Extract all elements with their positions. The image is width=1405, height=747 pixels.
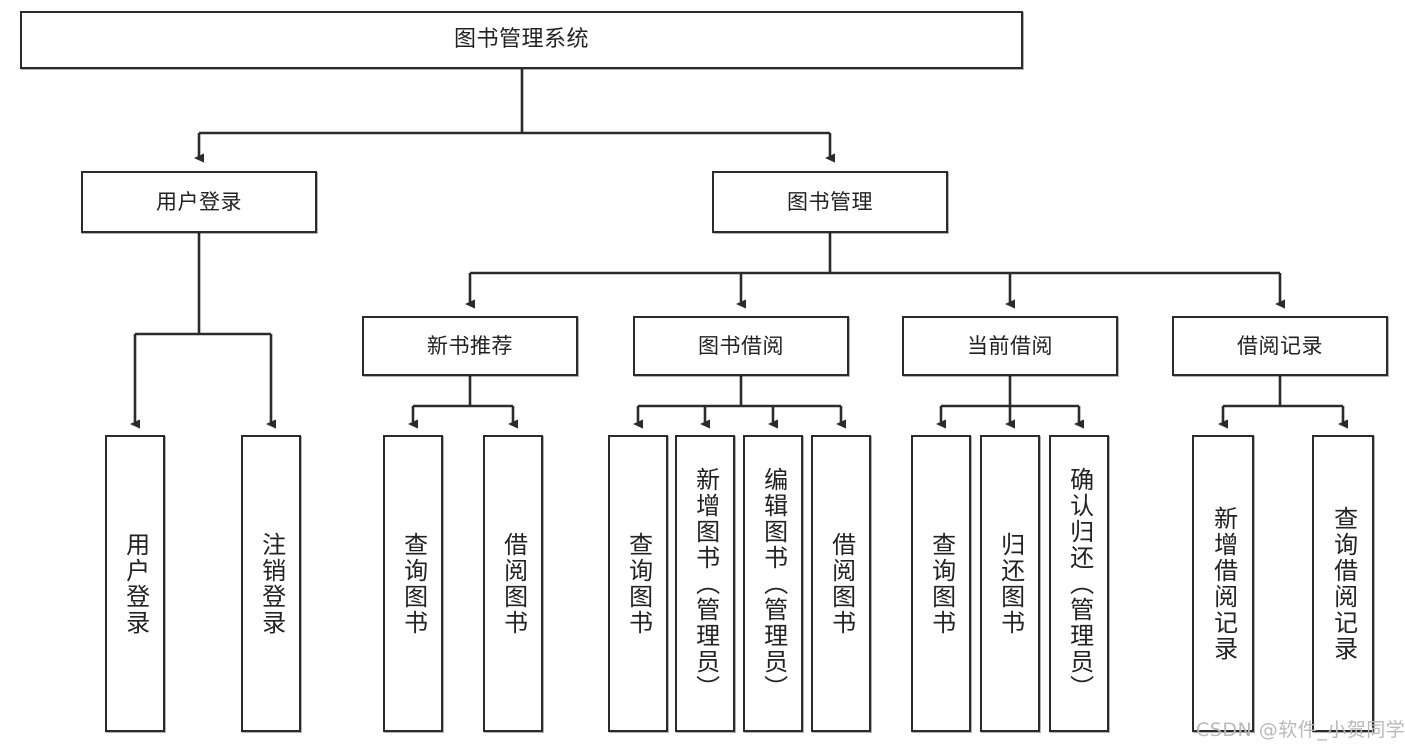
leaf-book-borrow-add-book-admin[interactable]: 新增图书（管理员） [675,435,735,732]
node-new-book-recommend[interactable]: 新书推荐 [362,316,578,376]
node-label: 当前借阅 [967,333,1053,358]
node-label: 查询图书 [624,531,653,636]
node-label: 图书管理系统 [453,27,589,53]
node-root-book-management-system[interactable]: 图书管理系统 [20,11,1023,69]
node-label: 注销登录 [257,531,286,636]
node-label: 归还图书 [996,531,1025,636]
node-label: 借阅记录 [1237,333,1323,358]
leaf-current-borrow-query-book[interactable]: 查询图书 [911,435,971,732]
node-label: 新书推荐 [427,333,513,358]
node-label: 查询图书 [927,531,956,636]
leaf-current-borrow-return-book[interactable]: 归还图书 [980,435,1040,732]
node-label: 确认归还（管理员） [1065,466,1094,701]
node-current-borrow[interactable]: 当前借阅 [902,316,1118,376]
node-label: 新增借阅记录 [1209,505,1238,662]
node-book-management[interactable]: 图书管理 [712,171,948,233]
node-label: 编辑图书（管理员） [759,466,788,701]
leaf-book-borrow-borrow-book[interactable]: 借阅图书 [811,435,871,732]
node-label: 图书管理 [787,189,873,214]
leaf-book-borrow-query-book[interactable]: 查询图书 [608,435,668,732]
leaf-borrow-record-add-record[interactable]: 新增借阅记录 [1192,435,1254,732]
node-label: 查询借阅记录 [1329,505,1358,662]
node-label: 借阅图书 [499,531,528,636]
node-label: 查询图书 [399,531,428,636]
node-book-borrow[interactable]: 图书借阅 [633,316,849,376]
node-label: 借阅图书 [827,531,856,636]
node-user-login[interactable]: 用户登录 [81,171,317,233]
leaf-book-borrow-edit-book-admin[interactable]: 编辑图书（管理员） [743,435,803,732]
node-label: 用户登录 [121,531,150,636]
node-label: 图书借阅 [698,333,784,358]
leaf-user-login-login[interactable]: 用户登录 [105,435,165,732]
node-borrow-record[interactable]: 借阅记录 [1172,316,1388,376]
leaf-new-book-borrow-book[interactable]: 借阅图书 [483,435,543,732]
leaf-current-borrow-confirm-return-admin[interactable]: 确认归还（管理员） [1049,435,1109,732]
leaf-user-login-logout[interactable]: 注销登录 [241,435,301,732]
leaf-borrow-record-query-record[interactable]: 查询借阅记录 [1312,435,1374,732]
node-label: 新增图书（管理员） [691,466,720,701]
csdn-watermark: CSDN @软件_小贺同学 [1196,719,1405,741]
leaf-new-book-query-book[interactable]: 查询图书 [383,435,443,732]
node-label: 用户登录 [156,189,242,214]
